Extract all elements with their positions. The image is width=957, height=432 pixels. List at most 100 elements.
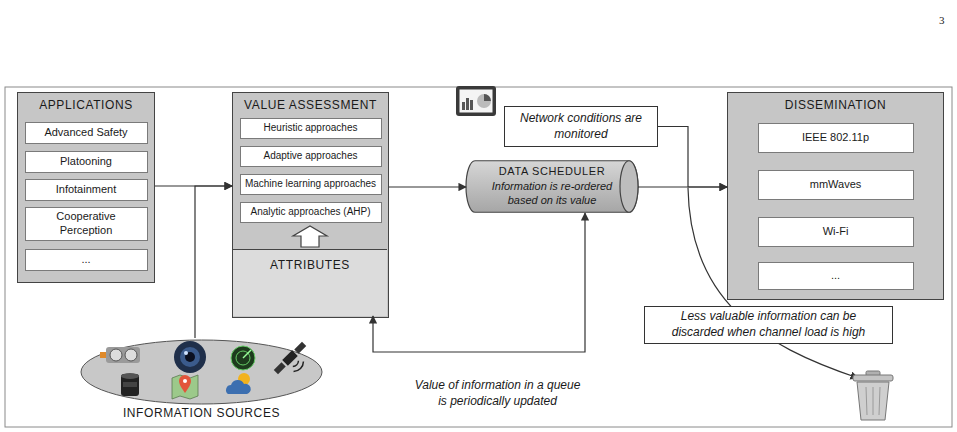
monitor-icon [462,102,465,110]
process-box: Platooning [25,151,148,173]
panel-heading: DISSEMINATION [728,98,943,112]
trash-icon [853,371,893,420]
satellite-icon [282,350,298,366]
ultrasonic-sensor-icon [110,349,122,361]
satellite-icon [274,362,286,374]
attribute-band: ATTRIBUTES [233,249,387,317]
monitor-icon [470,100,473,110]
trash-icon [853,375,893,381]
annotation-text: Value of information in a queue is perio… [410,378,585,409]
satellite-icon [273,341,315,383]
panel-heading: APPLICATIONS [18,98,154,112]
process-box: Analytic approaches (AHP) [240,202,382,223]
radar-icon [236,351,250,365]
process-box: Infotainment [25,179,148,201]
trash-icon [873,387,874,415]
box-label: ... [831,269,840,282]
note-box: Less valuable information can be discard… [644,306,893,344]
process-box: mmWaves [758,170,914,200]
box-label: Infotainment [56,183,117,196]
process-box: ... [758,262,914,290]
weather-icon [238,373,250,385]
ultrasonic-sensor-icon [106,347,140,363]
lidar-icon [123,382,137,387]
camera-icon [174,341,206,373]
map-icon [172,375,198,399]
box-label: ... [81,253,90,266]
group-panel: VALUE ASSESSMENT Heuristic approachesAdap… [232,92,389,318]
box-label: Advanced Safety [44,126,127,139]
map-icon [172,375,198,399]
monitor-icon [460,90,493,113]
trash-icon [879,387,880,415]
band-heading: ATTRIBUTES [233,258,387,272]
process-box: ... [25,249,148,271]
lidar-icon [121,373,139,396]
weather-icon [226,373,251,394]
outer-frame [5,87,952,427]
satellite-icon [294,362,306,374]
monitor-icon [466,98,469,110]
radar-icon [231,346,255,370]
connector-group [155,127,727,353]
process-box: Advanced Safety [25,122,148,144]
box-label: Analytic approaches (AHP) [250,206,370,218]
camera-icon [184,351,188,355]
note-box: Network conditions are monitored [504,106,658,147]
group-panel: DISSEMINATION IEEE 802.11p mmWavesWi-Fi... [727,92,944,300]
scheduler-text: DATA SCHEDULER [499,165,605,179]
ultrasonic-sensor-icon [125,349,137,361]
radar-icon [243,350,251,358]
flow-arrow [373,213,585,352]
ellipse-shape [80,338,323,406]
box-label: IEEE 802.11p [802,131,869,144]
monitor-icon [456,86,496,116]
note-text: Less valuable information can be discard… [659,309,878,340]
process-box: IEEE 802.11p [758,123,914,153]
box-label: Platooning [60,155,112,168]
lidar-icon [121,374,139,396]
lidar-icon [121,373,139,379]
cylinder-body [466,161,638,213]
box-label: Wi-Fi [823,225,849,238]
source-heading: INFORMATION SOURCES [80,406,323,420]
camera-icon [185,352,195,362]
group-panel: APPLICATIONS Advanced SafetyPlatooningInf… [17,92,155,283]
process-box: Cooperative Perception [25,207,148,241]
flow-arrow [155,185,232,186]
map-icon [179,375,191,393]
ultrasonic-sensor-icon [100,347,140,363]
hollow-arrow [293,226,327,247]
process-box: Adaptive approaches [240,146,382,167]
ultrasonic-sensor-icon [100,352,108,358]
flow-arrow [389,186,466,187]
source-ellipse: INFORMATION SOURCES [80,338,323,420]
box-label: Heuristic approaches [264,122,358,134]
cylinder-face [620,161,638,213]
box-label: Machine learning approaches [245,178,376,190]
process-box: Wi-Fi [758,217,914,247]
process-box: Machine learning approaches [240,174,382,195]
weather-icon [226,380,251,394]
trash-icon [866,387,867,415]
flow-arrow [195,186,232,338]
map-icon [183,379,187,383]
panel-heading: VALUE ASSESSMENT [233,98,388,112]
box-label: Adaptive approaches [264,150,358,162]
satellite-icon [293,361,300,368]
trash-icon [866,371,880,376]
monitor-icon [484,94,491,101]
trash-icon [857,382,889,420]
monitor-icon [456,86,496,116]
flow-arrow [658,127,727,188]
note-text: Network conditions are monitored [519,111,643,142]
camera-icon [174,341,206,373]
flow-arrow [638,186,727,187]
scheduler-cylinder: DATA SCHEDULERInformation is re-ordered … [466,160,638,213]
camera-icon [180,347,200,367]
source-ellipse-outline [81,340,322,404]
box-label: mmWaves [810,178,862,191]
page-number: 3 [939,14,953,26]
box-label: Cooperative Perception [36,210,137,236]
